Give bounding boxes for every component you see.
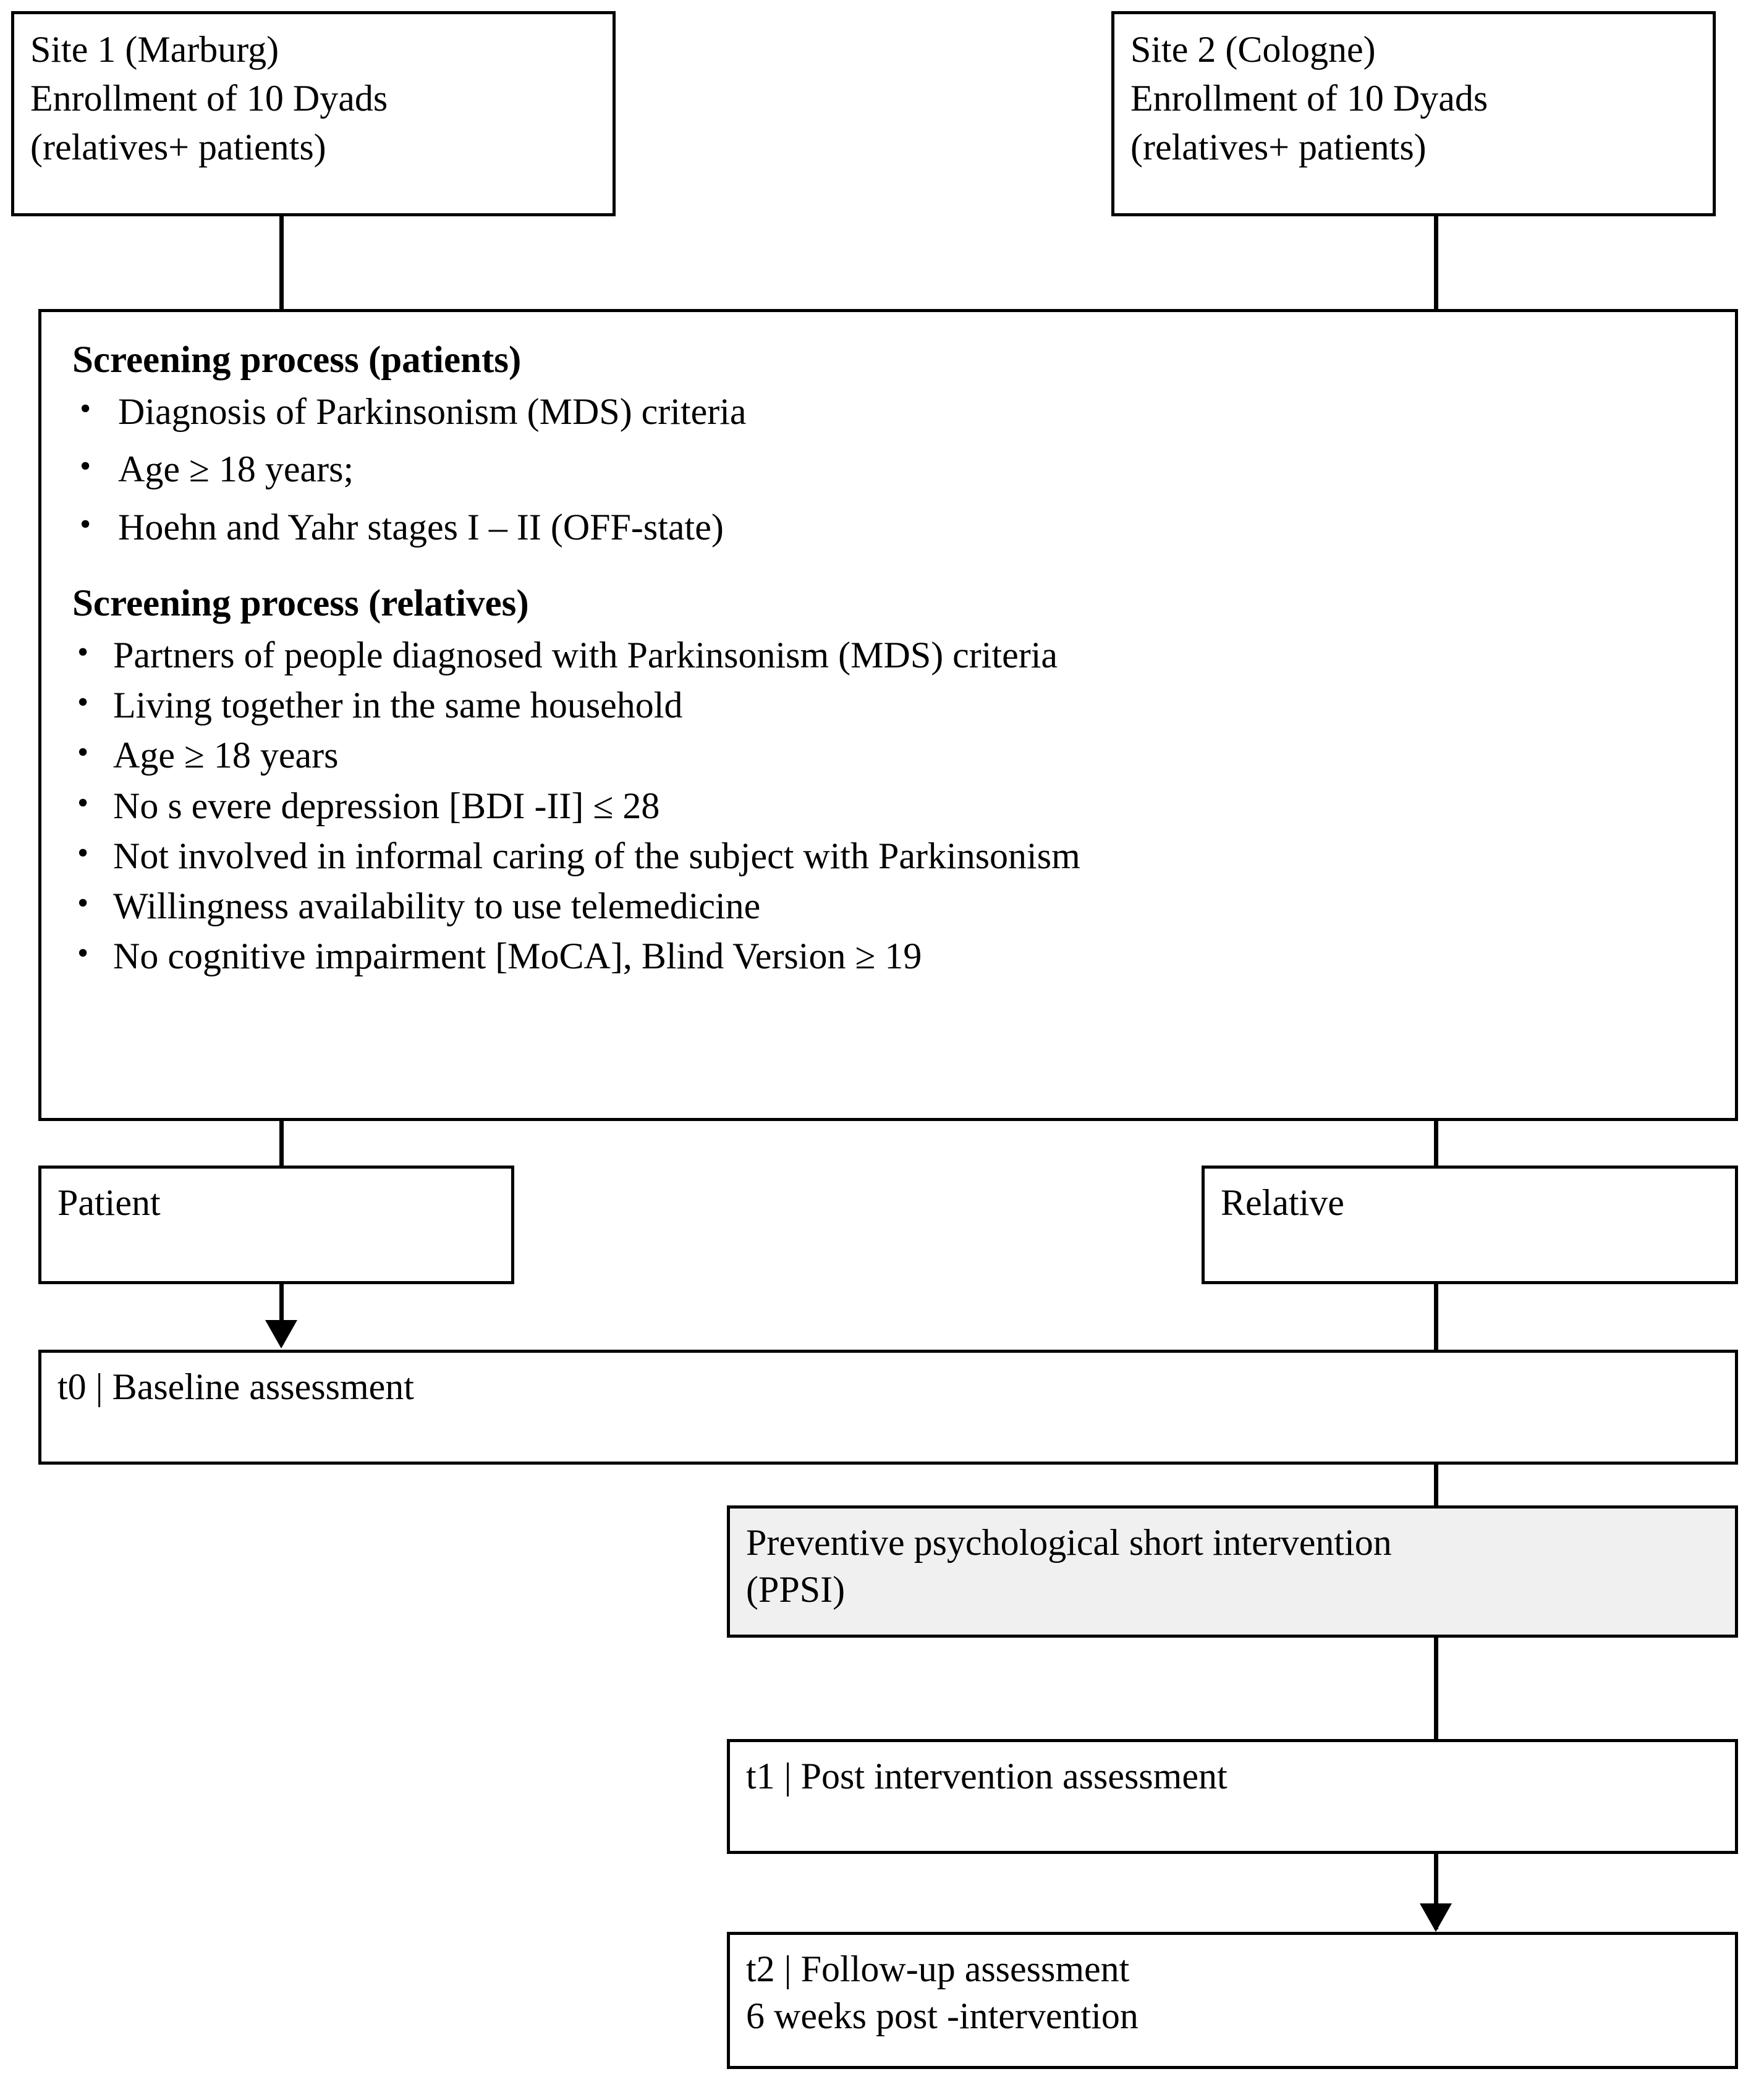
criterion-item: Willingness availability to use telemedi… bbox=[72, 881, 1704, 931]
connector-t1-to-t2 bbox=[1434, 1854, 1438, 1929]
criterion-item: No cognitive impairment [MoCA], Blind Ve… bbox=[72, 931, 1704, 981]
t2-followup-label: t2 | Follow-up assessment 6 weeks post -… bbox=[746, 1949, 1139, 2036]
connector-t0-to-intervention bbox=[1434, 1465, 1438, 1505]
relative-arm-box: Relative bbox=[1202, 1166, 1738, 1284]
screening-relatives-criteria: Partners of people diagnosed with Parkin… bbox=[72, 630, 1704, 981]
intervention-label: Preventive psychological short intervent… bbox=[746, 1522, 1392, 1610]
screening-panel: Screening process (patients) Diagnosis o… bbox=[38, 309, 1738, 1121]
connector-patient-to-t0 bbox=[279, 1284, 284, 1345]
connector-screening-to-relative bbox=[1434, 1121, 1438, 1167]
criterion-item: Not involved in informal caring of the s… bbox=[72, 831, 1704, 881]
screening-patients-heading: Screening process (patients) bbox=[72, 339, 522, 381]
criterion-item: Age ≥ 18 years bbox=[72, 730, 1704, 780]
criterion-item: Hoehn and Yahr stages I – II (OFF-state) bbox=[72, 502, 1704, 552]
relative-arm-label: Relative bbox=[1221, 1182, 1344, 1223]
connector-site2-to-screening bbox=[1434, 216, 1438, 310]
t0-baseline-box: t0 | Baseline assessment bbox=[38, 1350, 1738, 1465]
arrow-patient-to-t0-icon bbox=[265, 1320, 297, 1348]
site-2-label: Site 2 (Cologne) Enrollment of 10 Dyads … bbox=[1130, 29, 1488, 168]
site-2-box: Site 2 (Cologne) Enrollment of 10 Dyads … bbox=[1111, 11, 1716, 216]
criterion-item: Diagnosis of Parkinsonism (MDS) criteria bbox=[72, 386, 1704, 436]
site-1-box: Site 1 (Marburg) Enrollment of 10 Dyads … bbox=[11, 11, 616, 216]
connector-relative-to-t0 bbox=[1434, 1284, 1438, 1350]
screening-relatives-heading: Screening process (relatives) bbox=[72, 582, 529, 624]
connector-screening-to-patient bbox=[279, 1121, 284, 1167]
t1-post-intervention-label: t1 | Post intervention assessment bbox=[746, 1756, 1228, 1796]
connector-site1-to-screening bbox=[279, 216, 284, 310]
criterion-item: Living together in the same household bbox=[72, 680, 1704, 730]
patient-arm-label: Patient bbox=[57, 1182, 161, 1223]
criterion-item: No s evere depression [BDI -II] ≤ 28 bbox=[72, 781, 1704, 831]
t0-baseline-label: t0 | Baseline assessment bbox=[57, 1366, 414, 1407]
t1-post-intervention-box: t1 | Post intervention assessment bbox=[727, 1739, 1738, 1854]
connector-intervention-to-t1 bbox=[1434, 1638, 1438, 1739]
site-1-label: Site 1 (Marburg) Enrollment of 10 Dyads … bbox=[30, 29, 388, 168]
intervention-box: Preventive psychological short intervent… bbox=[727, 1505, 1738, 1638]
arrow-t1-to-t2-icon bbox=[1420, 1903, 1452, 1932]
t2-followup-box: t2 | Follow-up assessment 6 weeks post -… bbox=[727, 1932, 1738, 2069]
screening-patients-criteria: Diagnosis of Parkinsonism (MDS) criteria… bbox=[72, 386, 1704, 552]
patient-arm-box: Patient bbox=[38, 1166, 514, 1284]
criterion-item: Age ≥ 18 years; bbox=[72, 444, 1704, 494]
criterion-item: Partners of people diagnosed with Parkin… bbox=[72, 630, 1704, 680]
